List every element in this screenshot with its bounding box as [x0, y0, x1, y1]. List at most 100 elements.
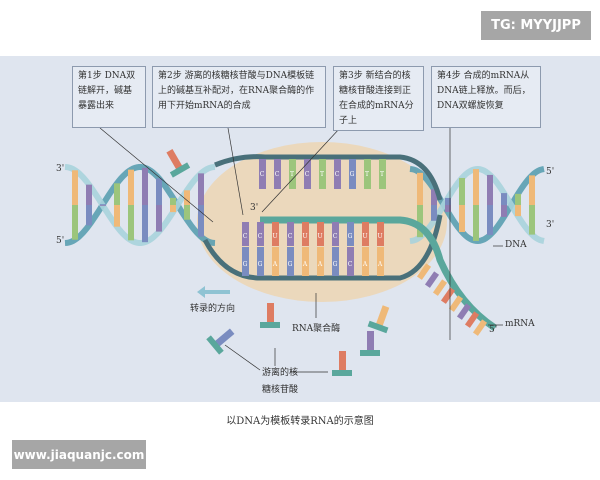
- right-5prime-label: 5': [546, 167, 555, 177]
- mrna-base-letter: U: [377, 233, 382, 240]
- base-A: [459, 205, 465, 233]
- base-C: [487, 174, 493, 205]
- mrna-base-letter: C: [258, 233, 263, 240]
- mrna-base-letter: U: [317, 233, 322, 240]
- template-base-letter: A: [362, 261, 368, 268]
- step-4-box: 第4步 合成的mRNA从DNA链上释放。而后，DNA双螺旋恢复: [431, 66, 541, 128]
- released-mrna-base: [472, 319, 488, 336]
- template-base-letter: A: [272, 261, 278, 268]
- base-A: [473, 169, 479, 205]
- base-G: [445, 197, 451, 205]
- nucleotide-base: [367, 331, 374, 351]
- base-T: [184, 205, 190, 220]
- coding-base: [334, 159, 341, 189]
- coding-base: [289, 159, 296, 189]
- released-mrna-base: [416, 263, 432, 280]
- coding-base: [274, 159, 281, 189]
- base-T: [417, 205, 423, 238]
- base-G: [86, 205, 92, 226]
- coding-base-letter: C: [260, 171, 265, 178]
- template-base-letter: C: [348, 261, 353, 268]
- nucleotide-base: [339, 351, 346, 371]
- base-G: [100, 204, 106, 205]
- template-base: [302, 247, 309, 276]
- template-base: [362, 247, 369, 276]
- nucleotide-sugar: [206, 335, 224, 355]
- base-A: [170, 205, 176, 213]
- base-G: [501, 193, 507, 205]
- right-dna-helix: [409, 165, 545, 245]
- free-nucleotide: [332, 351, 352, 376]
- mrna-base: [287, 222, 294, 246]
- base-T: [459, 177, 465, 205]
- nucleotide-sugar: [260, 322, 280, 328]
- watermark-bottom: www.jiaquanjc.com: [12, 440, 146, 469]
- base-T: [170, 197, 176, 205]
- watermark-top: TG: MYYJJPP: [481, 11, 591, 40]
- base-C: [86, 184, 92, 205]
- template-base-letter: G: [258, 261, 263, 268]
- free-nucleotide: [166, 148, 191, 178]
- coding-base-letter: C: [305, 171, 310, 178]
- mrna-base-letter: C: [243, 233, 248, 240]
- mrna-base-letter: C: [333, 233, 338, 240]
- base-C: [156, 205, 162, 232]
- base-T: [529, 205, 535, 235]
- mrna-base: [317, 222, 324, 246]
- nucleotide-base: [214, 328, 235, 347]
- nucleotide-sugar: [332, 370, 352, 376]
- base-C: [198, 173, 204, 205]
- base-T: [473, 205, 479, 241]
- left-3prime-label: 3': [56, 164, 65, 174]
- template-base: [287, 247, 294, 276]
- template-base: [332, 247, 339, 276]
- step-2-box: 第2步 游离的核糖核苷酸与DNA模板链上的碱基互补配对，在RNA聚合酶的作用下开…: [152, 66, 326, 128]
- base-A: [128, 169, 134, 205]
- nucleotide-sugar: [169, 162, 191, 178]
- released-mrna-base: [448, 295, 464, 312]
- base-A: [515, 205, 521, 217]
- step-1-text: 第1步 DNA双链解开，碱基暴露出来: [78, 71, 136, 111]
- mrna-3prime-label: 3': [250, 203, 259, 213]
- mrna-base-letter: U: [362, 233, 367, 240]
- base-G: [431, 205, 437, 221]
- coding-base-letter: G: [350, 171, 355, 178]
- mrna-base-letter: U: [272, 233, 277, 240]
- template-base: [347, 247, 354, 276]
- dna-backbone-strand: [409, 165, 545, 244]
- base-G: [487, 205, 493, 236]
- free-nucleotide: [367, 305, 390, 334]
- template-base-letter: A: [317, 261, 323, 268]
- template-base: [257, 247, 264, 276]
- step-3-text: 第3步 新结合的核糖核苷酸连接到正在合成的mRNA分子上: [339, 71, 414, 126]
- released-mrna-base: [432, 279, 448, 296]
- released-mrna-base: [456, 303, 472, 320]
- nucleotide-sugar: [360, 350, 380, 356]
- polymerase-label: RNA聚合酶: [292, 324, 341, 334]
- mrna-base: [257, 222, 264, 246]
- template-base: [242, 247, 249, 276]
- direction-label: 转录的方向: [190, 304, 236, 314]
- step-3-box: 第3步 新结合的核糖核苷酸连接到正在合成的mRNA分子上: [333, 66, 424, 131]
- free-nucleotide: [206, 328, 235, 355]
- mrna-5prime-label: 5': [489, 325, 498, 335]
- base-G: [156, 178, 162, 205]
- template-base-letter: G: [333, 261, 338, 268]
- mrna-base-letter: G: [348, 233, 353, 240]
- coding-base: [319, 159, 326, 189]
- mrna-label: mRNA: [505, 319, 535, 329]
- free-nucleotide-label-1: 游离的核: [262, 368, 299, 378]
- coding-base-letter: T: [320, 171, 324, 178]
- template-base-letter: G: [288, 261, 293, 268]
- mrna-base: [347, 222, 354, 246]
- base-T: [128, 205, 134, 241]
- mrna-base: [302, 222, 309, 246]
- transcription-direction-arrow: [197, 286, 230, 298]
- released-mrna-base: [440, 287, 456, 304]
- step-4-text: 第4步 合成的mRNA从DNA链上释放。而后，DNA双螺旋恢复: [437, 71, 531, 111]
- released-mrna-base: [424, 271, 440, 288]
- coding-base-letter: C: [335, 171, 340, 178]
- mrna-base: [332, 222, 339, 246]
- dna-label: DNA: [505, 240, 527, 250]
- nucleotide-base: [166, 148, 183, 170]
